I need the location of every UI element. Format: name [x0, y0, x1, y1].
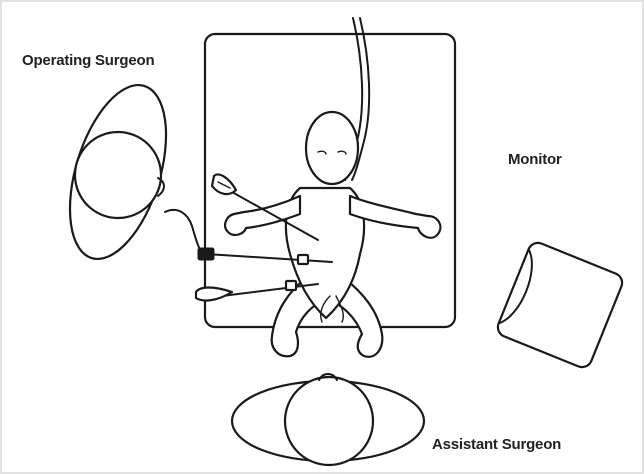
lower-port	[286, 281, 296, 290]
operating-surgeon-figure	[52, 74, 185, 271]
monitor-body	[495, 240, 625, 370]
surgeon-head	[75, 132, 161, 218]
monitor-label: Monitor	[508, 151, 562, 168]
operating-surgeon-label: Operating Surgeon	[22, 52, 154, 69]
assistant-surgeon-figure	[232, 374, 424, 465]
infant-head	[306, 112, 358, 184]
assistant-head	[285, 377, 373, 465]
camera-head	[198, 248, 214, 260]
instrument-cable	[165, 210, 203, 254]
monitor-figure	[495, 240, 625, 370]
camera-port	[298, 255, 308, 264]
assistant-surgeon-label: Assistant Surgeon	[432, 436, 561, 453]
